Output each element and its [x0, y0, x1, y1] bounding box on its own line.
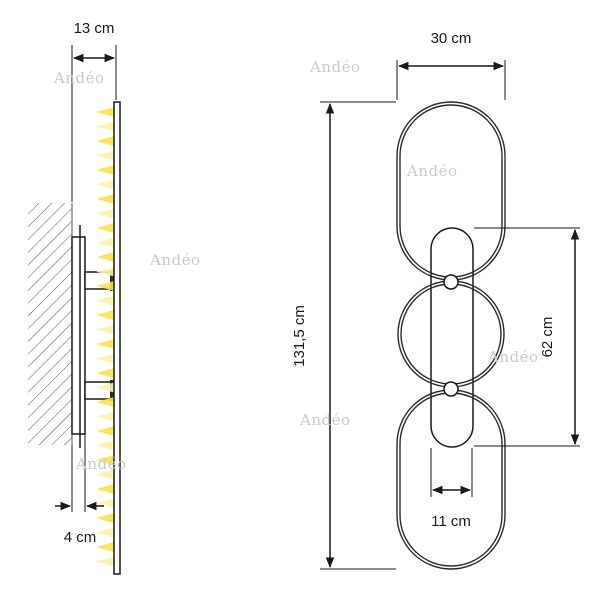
height-label: 131,5 cm — [291, 305, 308, 367]
light-glow-mark — [96, 411, 114, 422]
light-glow-mark — [96, 208, 114, 219]
light-glow-mark — [96, 455, 114, 465]
mount-depth-label: 4 cm — [64, 529, 97, 546]
light-glow-mark — [96, 527, 114, 538]
wall-hatch — [28, 203, 72, 445]
light-glow-mark — [96, 324, 114, 335]
light-glow-mark — [96, 382, 114, 393]
light-glow-mark — [96, 513, 114, 523]
watermark-1: Andéo — [53, 69, 105, 87]
middle-ring-inner — [400, 283, 502, 385]
light-glow-mark — [96, 469, 114, 480]
light-glow-mark — [96, 107, 114, 117]
side-view: 13 cm 4 cm — [28, 20, 121, 575]
watermark-4: Andéo — [149, 251, 201, 269]
lower-oval-ring-outer — [396, 389, 506, 570]
light-glow-mark — [96, 426, 114, 436]
fixture-panel-side — [113, 101, 121, 575]
light-glow-mark — [96, 223, 114, 233]
watermark-5: Andéo — [487, 348, 539, 366]
light-glow-mark — [96, 121, 114, 132]
light-glow-mark — [96, 339, 114, 349]
front-view: 30 cm 131,5 cm 62 cm 11 cm — [291, 30, 580, 570]
middle-ring-outer — [397, 280, 505, 388]
light-glow-mark — [96, 310, 114, 320]
light-glow-mark — [96, 165, 114, 175]
upper-joint — [443, 274, 459, 290]
light-glow-mark — [96, 353, 114, 364]
light-glow-mark — [96, 194, 114, 204]
light-glow-mark — [96, 150, 114, 161]
upper-oval-ring-inner — [399, 104, 503, 278]
wall-mount-plate — [71, 236, 86, 435]
watermark-7: Andéo — [75, 455, 127, 473]
light-glow-mark — [96, 295, 114, 306]
light-glow-mark — [96, 556, 114, 567]
light-glow-mark — [96, 368, 114, 378]
light-glow-mark — [96, 281, 114, 291]
light-glow-group — [96, 107, 114, 567]
light-glow-mark — [96, 266, 114, 277]
lower-joint — [443, 381, 459, 397]
light-glow-mark — [96, 397, 114, 407]
width-label: 30 cm — [431, 30, 472, 47]
lower-oval-ring-inner — [399, 392, 503, 567]
upper-oval-ring-outer — [396, 101, 506, 281]
watermarks: Andéo Andéo Andéo Andéo Andéo Andéo Andé… — [53, 58, 539, 473]
watermark-3: Andéo — [406, 162, 458, 180]
watermark-6: Andéo — [299, 411, 351, 429]
backplate — [430, 227, 474, 448]
inner-height-label: 62 cm — [539, 317, 556, 358]
backplate-width-label: 11 cm — [431, 513, 471, 530]
light-glow-mark — [96, 136, 114, 146]
light-glow-mark — [96, 484, 114, 494]
light-glow-mark — [96, 179, 114, 190]
light-glow-mark — [96, 252, 114, 262]
depth-label: 13 cm — [74, 20, 115, 37]
light-glow-mark — [96, 440, 114, 451]
light-glow-mark — [96, 237, 114, 248]
light-glow-mark — [96, 542, 114, 552]
light-glow-mark — [96, 498, 114, 509]
watermark-2: Andéo — [309, 58, 361, 76]
